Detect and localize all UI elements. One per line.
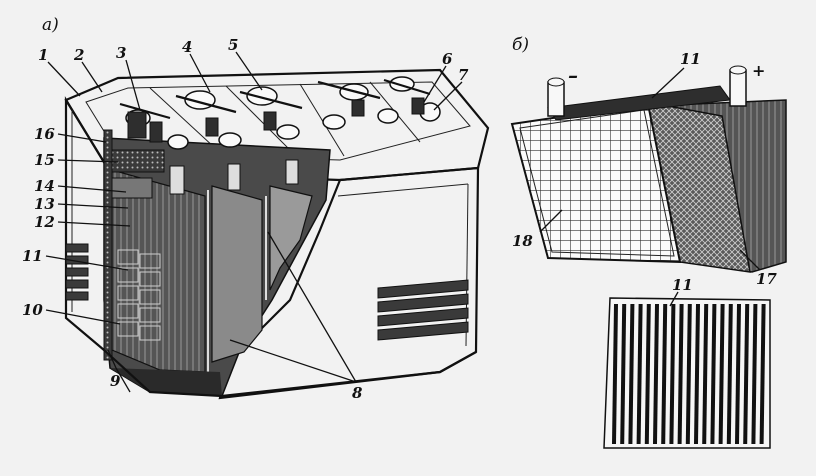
- callout-4: 4: [182, 38, 192, 56]
- callout-17: 17: [756, 270, 777, 288]
- separator-rib: [743, 303, 750, 445]
- front-handle: [377, 279, 469, 341]
- callout-11: 11: [22, 247, 43, 265]
- plate-group: [510, 65, 787, 273]
- plate-block-2: [211, 185, 263, 363]
- ribbed-separator: [603, 297, 771, 449]
- separator-rib: [718, 303, 725, 445]
- separator-rib: [653, 303, 659, 445]
- callout-18: 18: [512, 232, 533, 250]
- separator-rib: [702, 303, 709, 445]
- separator-rib: [661, 303, 668, 445]
- battery-case: [218, 166, 480, 400]
- separator-rib: [644, 303, 651, 445]
- separator-rib: [669, 303, 676, 445]
- terminal-posts: [127, 97, 425, 143]
- separator-rib: [759, 303, 766, 445]
- callout-16: 16: [34, 125, 55, 143]
- panel-label-b: б): [512, 35, 529, 55]
- callout-8: 8: [352, 384, 363, 402]
- positive-terminal: [729, 69, 747, 107]
- separator-rib: [636, 303, 643, 445]
- separator-rib: [694, 303, 700, 445]
- callout-15: 15: [34, 151, 55, 169]
- separator-rib: [677, 303, 684, 445]
- separator-rib: [710, 303, 717, 445]
- separator-rib: [685, 303, 692, 445]
- leader-lines: [45, 51, 761, 393]
- callout-2: 2: [73, 46, 84, 64]
- callout-labels: а) б) 1 2 3 4 5 6 7 16 15 14 13 12 11 10…: [22, 15, 777, 402]
- callout-12: 12: [34, 213, 55, 231]
- panel-label-a: а): [42, 15, 59, 35]
- callout-14: 14: [34, 177, 55, 195]
- callout-3: 3: [116, 44, 126, 62]
- callout-minus: –: [568, 63, 578, 87]
- callout-10: 10: [22, 301, 43, 319]
- separator-rib: [620, 303, 627, 445]
- callout-11-top: 11: [680, 50, 701, 68]
- negative-terminal: [547, 81, 565, 117]
- callout-9: 9: [110, 372, 121, 390]
- callout-6: 6: [442, 50, 453, 68]
- separator-rib: [628, 303, 635, 445]
- plate-block-3: [269, 185, 313, 291]
- separator-rib: [612, 303, 618, 445]
- callout-7: 7: [458, 66, 469, 84]
- callout-5: 5: [228, 36, 238, 54]
- plate-grid: [117, 249, 161, 341]
- callout-13: 13: [34, 195, 55, 213]
- callout-11-bottom: 11: [672, 276, 693, 294]
- callout-plus: +: [752, 61, 765, 80]
- callout-1: 1: [38, 46, 48, 64]
- separator-rib: [735, 303, 741, 445]
- terminal-caps: [125, 76, 441, 150]
- battery-cutaway: [64, 68, 490, 400]
- side-handle: [65, 243, 89, 301]
- separator-rib: [751, 303, 758, 445]
- separator-rib: [726, 303, 733, 445]
- plate-block-1: [111, 169, 206, 373]
